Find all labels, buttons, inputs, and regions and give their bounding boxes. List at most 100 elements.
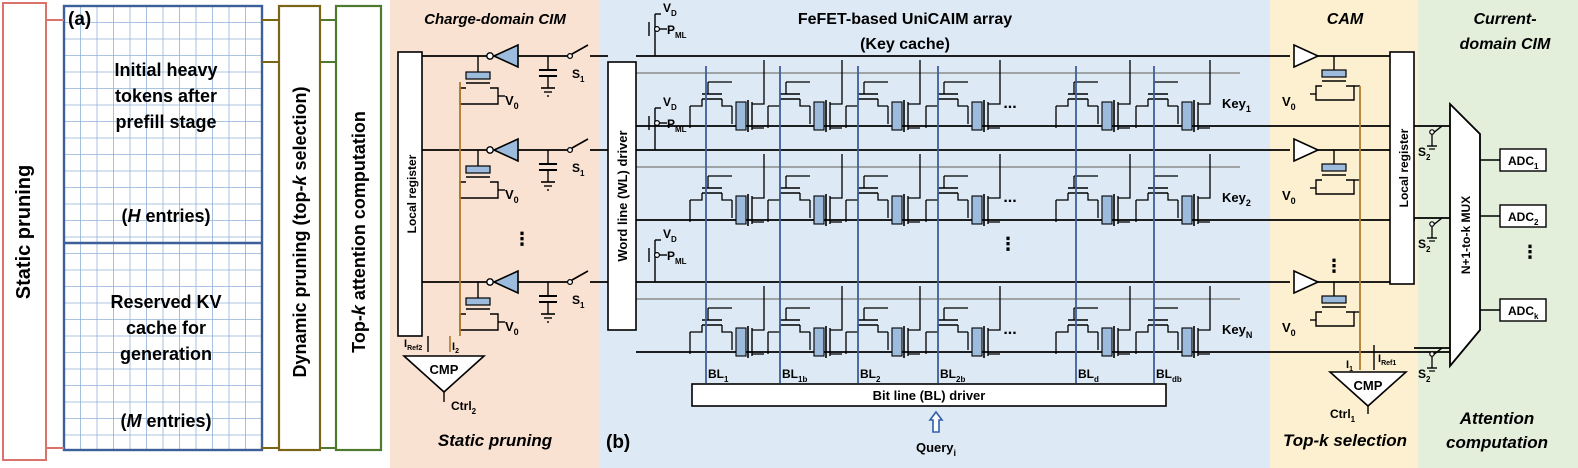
fefet-gate-cap — [465, 297, 491, 306]
cell-ellipsis: ... — [1003, 321, 1016, 338]
vd-label-base: V — [663, 1, 671, 15]
vd-label-base: V — [663, 227, 671, 241]
cell-to-wl — [908, 154, 921, 199]
cell-to-wl — [752, 286, 765, 331]
kv-cache-line1: Reserved KV — [110, 292, 221, 312]
cam-fefet-channel — [1315, 85, 1355, 101]
current-domain-region — [1418, 0, 1578, 468]
topk-selection-footer-part1: k — [1319, 431, 1330, 450]
bl-label-0: BL1 — [708, 367, 729, 384]
cache-box — [62, 4, 264, 452]
cmp-left — [401, 355, 487, 394]
cell-to-wl — [752, 154, 765, 199]
s2-node — [1429, 351, 1435, 357]
cell-to-wl — [908, 60, 921, 105]
current-title-line2: domain CIM — [1460, 36, 1551, 53]
cam-fefet-cap — [1321, 163, 1347, 172]
s1-label-sub: 1 — [580, 169, 585, 178]
dynamic-pruning-label-part2: selection) — [290, 86, 310, 175]
v0-label-sub: 0 — [514, 101, 519, 111]
vd-label-sub: D — [671, 235, 677, 244]
array-title-line1: FeFET-based UniCAIM array — [798, 11, 1012, 28]
topk-attention-label-part2: attention computation — [349, 111, 369, 305]
s2-label-2-base: S — [1418, 367, 1426, 381]
pml-label: PML — [667, 249, 687, 266]
ctrl1-label: Ctrl1 — [1330, 407, 1356, 424]
m-entries-label: (M entries) — [120, 411, 211, 431]
s2-node — [1429, 221, 1435, 227]
heavy-tokens-line3: prefill stage — [115, 112, 216, 132]
dynamic-pruning-label-part0: Dynamic pruning (top- — [290, 186, 310, 378]
s2-label-0: S2 — [1418, 145, 1431, 162]
cell-access-right — [877, 99, 888, 107]
bl-label-3-base: BL — [940, 367, 956, 381]
cell-access-right — [877, 325, 888, 333]
v0-label-sub: 0 — [514, 327, 519, 337]
fefet-gate-cap — [465, 165, 491, 174]
cam-buffer — [1293, 269, 1320, 295]
s1-label-sub: 1 — [580, 75, 585, 84]
h-entries-label-part2: entries) — [140, 206, 210, 226]
cell-fefet-ferro — [971, 327, 983, 357]
adc-label-1-base: ADC — [1508, 210, 1534, 224]
topk-selection-footer-part0: Top- — [1283, 431, 1320, 450]
s2-label-2: S2 — [1418, 367, 1431, 384]
cell-access-left — [1136, 99, 1149, 107]
cell-to-wl — [830, 154, 843, 199]
right-local-register-label: Local register — [1397, 128, 1411, 207]
bl-label-5-base: BL — [1156, 367, 1172, 381]
topk-selection-footer: Top-k selection — [1283, 431, 1407, 450]
cam-v0-label: V0 — [1282, 188, 1296, 206]
left-local-register — [397, 51, 423, 337]
adc-label-1-sub: 2 — [1534, 218, 1539, 227]
switch-s1-node — [566, 52, 574, 60]
pml-label: PML — [667, 23, 687, 40]
adc-label-0: ADC1 — [1508, 154, 1539, 171]
pml-bubble — [653, 119, 660, 126]
cell-ellipsis: ... — [1003, 189, 1016, 206]
s2-node — [1429, 129, 1435, 135]
bl-driver-label: Bit line (BL) driver — [873, 388, 986, 403]
bl-label-3: BL2b — [940, 367, 965, 384]
cam-fefet-cap — [1321, 295, 1347, 304]
s1-label-base: S — [572, 67, 580, 81]
iref2-label-sub: Ref2 — [407, 345, 422, 352]
cell-to-wl — [752, 60, 765, 105]
cam-v0-label-base: V — [1282, 320, 1291, 335]
bl-label-4-base: BL — [1078, 367, 1094, 381]
v0-label-base: V — [505, 187, 514, 202]
i2-label-base: I — [452, 341, 455, 353]
dynamic-pruning-label-part1: k — [290, 175, 310, 186]
key-label-2: Key2 — [1222, 190, 1251, 208]
key-label-1-sub: 1 — [1246, 104, 1251, 114]
cell-access-right — [799, 193, 810, 201]
fefet-channel — [459, 87, 499, 105]
key-label-2-base: Key — [1222, 190, 1247, 205]
key-label-1: Key1 — [1222, 96, 1251, 114]
vd-label: VD — [663, 1, 677, 18]
bl-label-0-base: BL — [708, 367, 724, 381]
bl-label-1-base: BL — [782, 367, 798, 381]
i2-label: I2 — [452, 341, 459, 355]
dynamic-pruning-label: Dynamic pruning (top-k selection) — [290, 86, 310, 377]
iref1-label-sub: Ref1 — [1381, 360, 1396, 367]
cell-access-right — [721, 99, 732, 107]
adc-vdots: ⋮ — [1521, 242, 1539, 262]
m-entries-label-part2: entries) — [141, 411, 211, 431]
bl-label-2: BL2 — [860, 367, 881, 384]
bl-label-5-sub: db — [1172, 375, 1182, 384]
iref1-label-base: I — [1378, 353, 1381, 365]
cam-buffer — [1293, 43, 1320, 69]
v0-label-base: V — [505, 319, 514, 334]
cell-access-right — [957, 325, 968, 333]
s1-label-sub: 1 — [580, 301, 585, 310]
i2-label-sub: 2 — [455, 348, 459, 355]
query-label: Queryi — [916, 440, 956, 458]
cell-to-wl — [988, 286, 1001, 331]
s2-label-0-base: S — [1418, 145, 1426, 159]
adc-label-1: ADC2 — [1508, 210, 1539, 227]
cell-fefet-ferro — [735, 101, 747, 131]
pml-label-sub: ML — [675, 257, 687, 266]
panel-a-tag: (a) — [68, 9, 91, 30]
